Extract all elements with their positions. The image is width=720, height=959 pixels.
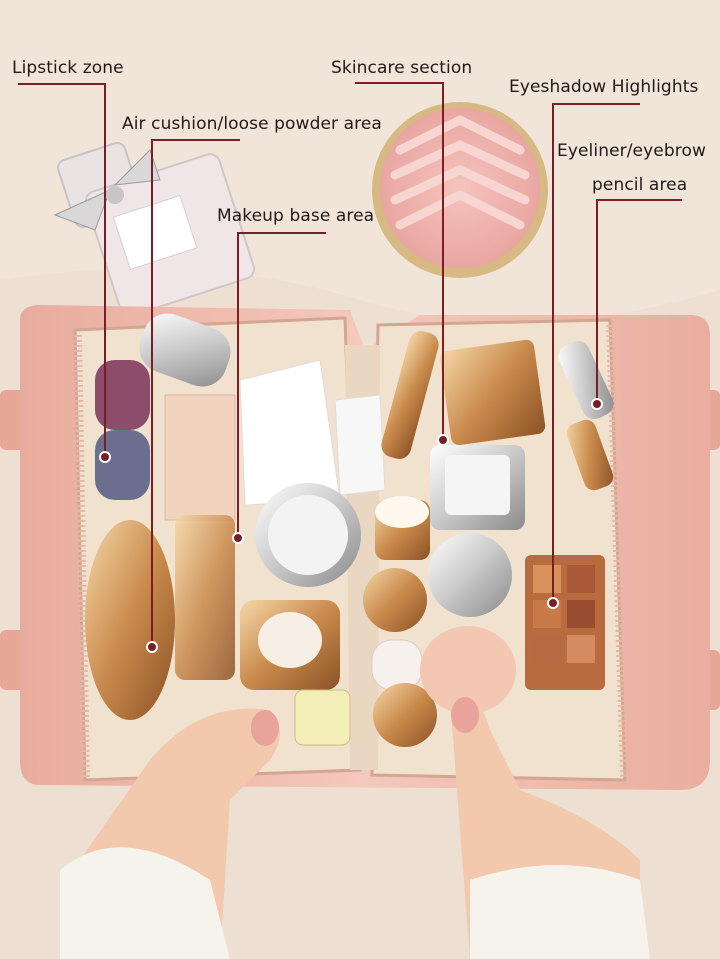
marker-eyeshadow [547,597,559,609]
perfume-bottle [53,141,256,317]
makeup-base-items [85,483,361,746]
leader-lipstick-v [104,83,106,457]
label-lipstick-zone: Lipstick zone [12,58,124,78]
label-air-cushion-area: Air cushion/loose powder area [122,114,382,134]
leader-air-cushion-v [151,139,153,646]
marker-lipstick [99,451,111,463]
leader-eyeshadow-v [552,103,554,601]
leader-makeup-base-h [238,232,326,234]
powder-compact [372,102,548,278]
leader-eyeliner-v [596,199,598,403]
leader-skincare-v [442,82,444,439]
skincare-items [363,331,546,747]
marker-skincare [437,434,449,446]
label-eyeliner-line1: Eyeliner/eyebrow [557,141,706,161]
label-eyeshadow-highlights: Eyeshadow Highlights [509,77,699,97]
label-skincare-section: Skincare section [331,58,473,78]
marker-makeup-base [232,532,244,544]
leader-makeup-base-v [237,232,239,538]
leader-lipstick-h [18,83,106,85]
leader-eyeliner-h [596,199,682,201]
marker-air-cushion [146,641,158,653]
puffs [239,359,386,506]
label-eyeliner-line2: pencil area [592,175,688,195]
lipsticks [95,313,236,521]
leader-skincare-h [355,82,443,84]
label-makeup-base-area: Makeup base area [217,206,375,226]
hands [60,697,650,959]
leader-eyeshadow-h [552,103,640,105]
leader-air-cushion-h [152,139,240,141]
marker-eyeliner [591,398,603,410]
